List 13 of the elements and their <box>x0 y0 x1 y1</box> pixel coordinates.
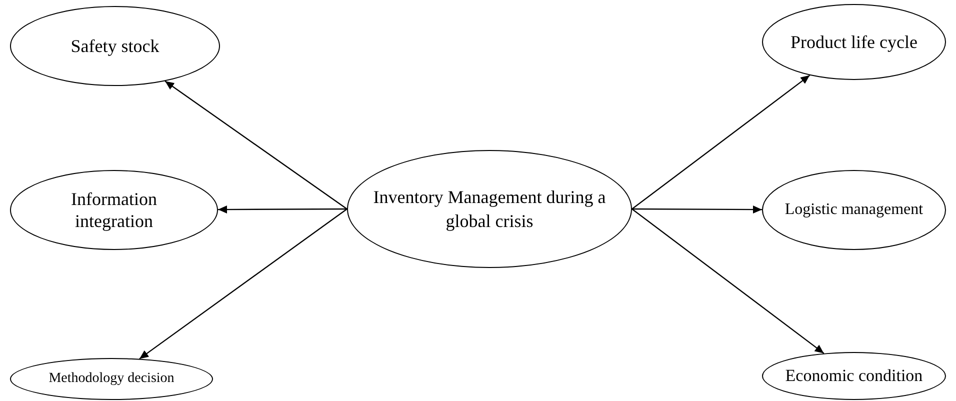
arrow <box>139 208 348 360</box>
arrow <box>632 208 824 354</box>
node-label: Safety stock <box>70 35 160 57</box>
arrow <box>632 206 762 214</box>
node-label: Inventory Management during a global crisis <box>372 186 607 233</box>
arrow <box>632 74 810 210</box>
arrow <box>164 80 348 210</box>
node-label: Product life cycle <box>790 31 918 53</box>
node-label: Economic condition <box>784 366 924 386</box>
node-label: Logistic management <box>784 200 924 220</box>
node-label: Methodology decision <box>48 370 176 388</box>
node-label: Information integration <box>70 188 158 232</box>
arrow <box>218 206 347 214</box>
